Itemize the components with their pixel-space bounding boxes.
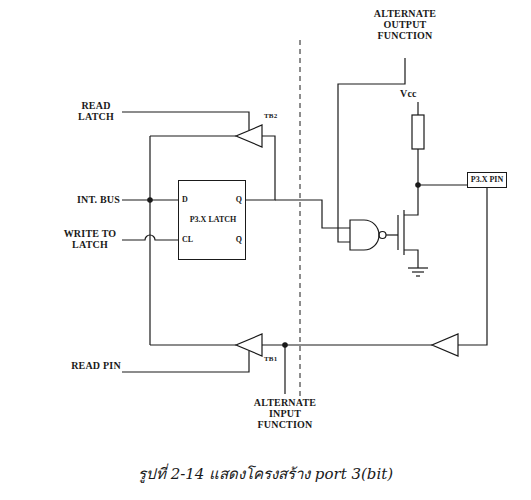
latch-box: P3.X LATCH D Q CL Q̄ <box>178 180 246 260</box>
pin-name: P3.X PIN <box>471 176 503 185</box>
ground-symbol <box>412 271 424 272</box>
signal-wire <box>417 149 418 185</box>
signal-wire <box>338 58 405 242</box>
buffer-symbol <box>236 125 262 147</box>
fet-source <box>404 250 418 268</box>
fet-channel <box>403 210 404 255</box>
signal-name: Vcc <box>400 88 417 99</box>
resistor-symbol <box>412 115 424 149</box>
vcc-wire <box>417 102 418 115</box>
signal-name: WRITE TO LATCH <box>58 228 122 250</box>
signal-wire <box>150 344 236 345</box>
buffer-name: TB2 <box>264 113 277 121</box>
pin-label: CL <box>182 236 193 245</box>
buffer-symbol <box>432 334 458 356</box>
clock-wire <box>122 235 178 240</box>
signal-name: INT. BUS <box>58 194 120 205</box>
inverter-bubble <box>379 232 386 239</box>
junction-dot <box>416 183 420 187</box>
latch-name: P3.X LATCH <box>190 216 237 225</box>
buffer-name: TB1 <box>264 356 277 364</box>
nand-gate <box>350 220 379 250</box>
pin-label: Q <box>236 196 242 205</box>
pin-box: P3.X PIN <box>467 172 507 189</box>
figure-caption: รูปที่ 2-14 แสดงโครงสร้าง port 3(bit) <box>0 462 531 486</box>
ground-symbol <box>416 275 420 276</box>
signal-wire <box>386 234 398 235</box>
signal-wire <box>246 136 275 200</box>
bus-wire <box>149 136 150 345</box>
signal-name: ALTERNATE INPUT FUNCTION <box>245 397 325 430</box>
divider-line <box>300 40 301 400</box>
ground-symbol <box>408 267 428 268</box>
signal-wire <box>275 200 350 228</box>
enable-wire <box>122 112 249 130</box>
pin-wire <box>458 185 487 345</box>
fet-gate <box>397 215 398 250</box>
pin-label: D <box>182 196 188 205</box>
signal-name: READ PIN <box>70 360 122 371</box>
junction-dot <box>148 198 152 202</box>
signal-wire <box>150 135 236 136</box>
signal-wire <box>284 345 285 394</box>
junction-dot <box>283 343 287 347</box>
signal-name: READ LATCH <box>70 100 122 122</box>
enable-wire <box>122 351 249 372</box>
fet-drain <box>404 185 418 215</box>
signal-name: ALTERNATE OUTPUT FUNCTION <box>365 8 445 41</box>
pin-label: Q̄ <box>236 236 242 245</box>
